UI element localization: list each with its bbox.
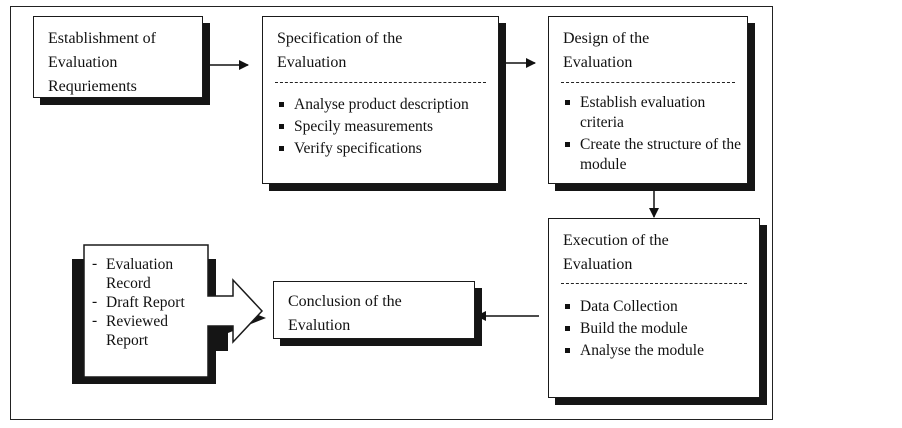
specification-divider: [275, 82, 486, 83]
list-item: Verify specifications: [277, 139, 492, 159]
design-divider: [561, 82, 735, 83]
specification-box: Specification of the Evaluation Analyse …: [262, 16, 499, 184]
establishment-title: Establishment of Evaluation Requriements: [48, 30, 156, 95]
list-item: Establish evaluation criteria: [563, 93, 741, 133]
execution-list: Data Collection Build the module Analyse…: [563, 297, 753, 363]
execution-divider: [561, 283, 747, 284]
list-item: Analyse the module: [563, 341, 753, 361]
execution-title: Execution of the Evaluation: [563, 232, 669, 273]
execution-box: Execution of the Evaluation Data Collect…: [548, 218, 760, 398]
establishment-box: Establishment of Evaluation Requriements: [33, 16, 203, 98]
conclusion-title: Conclusion of the Evalution: [288, 293, 402, 334]
list-item: Specily measurements: [277, 117, 492, 137]
diagram-frame: [10, 6, 773, 420]
specification-title: Specification of the Evaluation: [277, 30, 403, 71]
list-item: Data Collection: [563, 297, 753, 317]
list-item: Create the structure of the module: [563, 135, 741, 175]
outputs-list: Evaluation Record Draft Report Reviewed …: [88, 254, 206, 350]
list-item: Reviewed Report: [88, 311, 206, 350]
specification-list: Analyse product description Specily meas…: [277, 95, 492, 161]
list-item: Draft Report: [88, 292, 206, 312]
list-item: Evaluation Record: [88, 254, 206, 293]
list-item: Build the module: [563, 319, 753, 339]
conclusion-box: Conclusion of the Evalution: [273, 281, 475, 339]
list-item: Analyse product description: [277, 95, 492, 115]
design-box: Design of the Evaluation Establish evalu…: [548, 16, 748, 184]
design-list: Establish evaluation criteria Create the…: [563, 93, 741, 177]
design-title: Design of the Evaluation: [563, 30, 650, 71]
